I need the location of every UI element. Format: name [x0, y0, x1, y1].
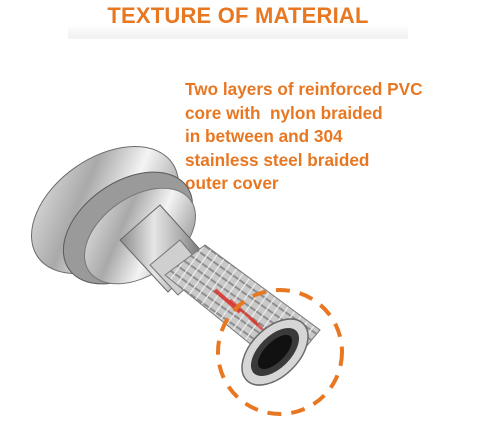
description-line-4: stainless steel braided [185, 149, 370, 170]
description-line-1: Two layers of reinforced PVC [185, 79, 423, 99]
hose-cut-end [241, 318, 309, 386]
page-title: TEXTURE OF MATERIAL [107, 3, 369, 28]
title-banner: TEXTURE OF MATERIAL [68, 0, 408, 39]
description-line-3: in between and 304 [185, 126, 343, 146]
description-line-2: core with nylon braided [185, 102, 383, 123]
material-description: Two layers of reinforced PVC core with n… [185, 78, 475, 196]
description-line-5: outer cover [185, 173, 279, 193]
detail-highlight-circle [216, 288, 344, 416]
